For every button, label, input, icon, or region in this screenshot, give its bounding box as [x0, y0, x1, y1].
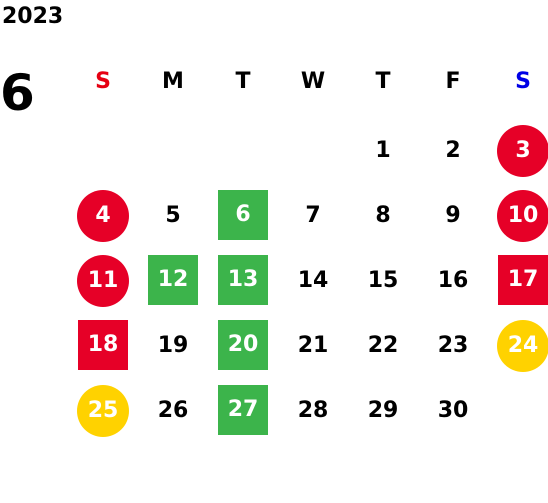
calendar-cell: 30 [418, 378, 488, 443]
weekday-sunday: S [95, 69, 111, 94]
month-label: 6 [0, 64, 35, 122]
calendar-cell [138, 118, 208, 183]
weekday-saturday: S [515, 69, 531, 94]
calendar-cell [278, 118, 348, 183]
weekday-friday: F [445, 69, 461, 94]
calendar-day-4[interactable]: 4 [77, 190, 129, 242]
calendar-cell: 14 [278, 248, 348, 313]
calendar-cell: 15 [348, 248, 418, 313]
calendar-day-26[interactable]: 26 [157, 398, 189, 423]
calendar-day-10[interactable]: 10 [497, 190, 548, 242]
weekday-header-row: S M T W T F S [68, 62, 548, 102]
calendar-day-7[interactable]: 7 [305, 203, 321, 228]
year-label: 2023 [2, 4, 64, 29]
calendar-day-23[interactable]: 23 [437, 333, 469, 358]
calendar-cell: 24 [488, 313, 548, 378]
calendar-cell: 23 [418, 313, 488, 378]
weekday-wednesday: W [300, 69, 326, 94]
calendar-cell [208, 118, 278, 183]
calendar-cell: 27 [208, 378, 278, 443]
calendar-day-16[interactable]: 16 [437, 268, 469, 293]
calendar-day-19[interactable]: 19 [157, 333, 189, 358]
calendar-cell: 26 [138, 378, 208, 443]
calendar-cell: 22 [348, 313, 418, 378]
calendar-cell: 1 [348, 118, 418, 183]
calendar-cell: 6 [208, 183, 278, 248]
calendar-day-17[interactable]: 17 [498, 255, 548, 305]
calendar-day-8[interactable]: 8 [375, 203, 391, 228]
calendar-cell: 2 [418, 118, 488, 183]
calendar-cell: 17 [488, 248, 548, 313]
calendar-cell [68, 118, 138, 183]
calendar-cell: 29 [348, 378, 418, 443]
calendar-cell: 5 [138, 183, 208, 248]
calendar-day-1[interactable]: 1 [375, 138, 391, 163]
calendar-cell: 3 [488, 118, 548, 183]
calendar-day-29[interactable]: 29 [367, 398, 399, 423]
calendar-day-20[interactable]: 20 [218, 320, 268, 370]
calendar-cell: 19 [138, 313, 208, 378]
calendar-cell: 10 [488, 183, 548, 248]
calendar-cell: 8 [348, 183, 418, 248]
calendar-cell: 12 [138, 248, 208, 313]
calendar-day-24[interactable]: 24 [497, 320, 548, 372]
calendar-day-3[interactable]: 3 [497, 125, 548, 177]
calendar-cell: 9 [418, 183, 488, 248]
calendar-cell: 13 [208, 248, 278, 313]
calendar-cell: 11 [68, 248, 138, 313]
calendar-day-18[interactable]: 18 [78, 320, 128, 370]
calendar-cell: 21 [278, 313, 348, 378]
calendar-day-22[interactable]: 22 [367, 333, 399, 358]
calendar-cell: 16 [418, 248, 488, 313]
calendar-day-11[interactable]: 11 [77, 255, 129, 307]
weekday-thursday: T [375, 69, 391, 94]
weekday-tuesday: T [235, 69, 251, 94]
calendar-day-28[interactable]: 28 [297, 398, 329, 423]
calendar-day-27[interactable]: 27 [218, 385, 268, 435]
calendar-day-2[interactable]: 2 [445, 138, 461, 163]
calendar-day-13[interactable]: 13 [218, 255, 268, 305]
calendar-cell [488, 378, 548, 443]
calendar-day-14[interactable]: 14 [297, 268, 329, 293]
calendar-cell: 4 [68, 183, 138, 248]
calendar-day-6[interactable]: 6 [218, 190, 268, 240]
calendar-cell: 28 [278, 378, 348, 443]
calendar-cell: 20 [208, 313, 278, 378]
calendar-cell: 25 [68, 378, 138, 443]
calendar-day-30[interactable]: 30 [437, 398, 469, 423]
calendar-day-25[interactable]: 25 [77, 385, 129, 437]
calendar-day-5[interactable]: 5 [165, 203, 181, 228]
calendar-day-9[interactable]: 9 [445, 203, 461, 228]
calendar-cell: 18 [68, 313, 138, 378]
weekday-monday: M [162, 69, 184, 94]
calendar-day-21[interactable]: 21 [297, 333, 329, 358]
calendar-day-15[interactable]: 15 [367, 268, 399, 293]
calendar-day-12[interactable]: 12 [148, 255, 198, 305]
calendar-cell: 7 [278, 183, 348, 248]
